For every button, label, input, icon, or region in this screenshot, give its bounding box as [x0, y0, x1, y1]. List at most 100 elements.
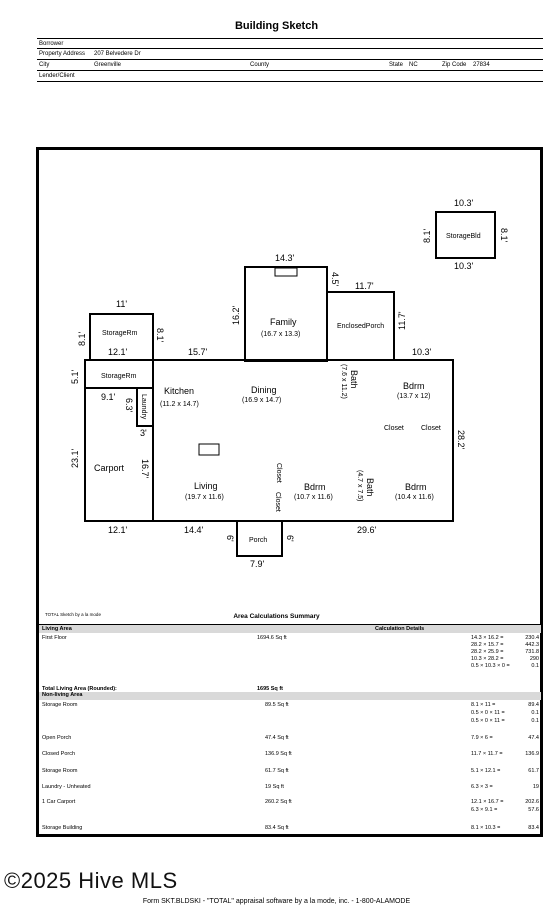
dim-sr-top: 11'	[116, 299, 127, 309]
nonliving-item-name: Storage Building	[42, 825, 83, 831]
calc-line: 12.1 × 16.7 =	[471, 799, 504, 805]
calc-line: 8.1 × 11 =	[471, 702, 496, 708]
city-row: City Greenville County State NC Zip Code…	[37, 60, 543, 71]
calc-value: 202.6	[525, 799, 539, 805]
dim-porch-left: 6'	[225, 535, 235, 542]
main-house-outline	[84, 359, 454, 522]
room-closet-4: Closet	[274, 492, 281, 512]
watermark: ©2025 Hive MLS	[4, 868, 178, 893]
room-dining-dim: (16.9 x 14.7)	[242, 397, 281, 404]
living-area-header: Living Area Calculation Details	[39, 624, 541, 633]
room-storage-rm-1: StorageRm	[102, 330, 138, 337]
property-value: 207 Belvedere Dr	[94, 51, 141, 57]
non-living-header: Non-living Area	[39, 692, 541, 700]
calc-value: 61.7	[528, 768, 539, 774]
fireplace-outline	[274, 267, 298, 277]
room-living: Living	[194, 481, 218, 491]
room-bath-1-dim: (7.6 x 11.2)	[340, 364, 347, 399]
calc-line: 0.5 × 0 × 11 =	[471, 710, 505, 716]
city-label: City	[39, 62, 50, 68]
room-bath-2-dim: (4.7 x 7.5)	[356, 470, 363, 502]
room-storage-bld: StorageBld	[446, 233, 481, 240]
lender-label: Lender/Client	[39, 73, 75, 79]
zip-label: Zip Code	[442, 62, 467, 68]
borrower-row: Borrower	[37, 38, 543, 49]
nonliving-item-area: 83.4 Sq ft	[265, 825, 289, 831]
dim-laundry-bot: 3'	[140, 428, 147, 438]
calc-details-label: Calculation Details	[375, 626, 425, 632]
dim-bot-left: 12.1'	[108, 525, 128, 535]
dim-carport-right: 16.7'	[140, 459, 150, 479]
stove-outline	[198, 443, 220, 456]
nonliving-item-name: 1 Car Carport	[42, 799, 76, 805]
nonliving-item-area: 136.9 Sq ft	[265, 751, 292, 757]
living-area-label: Living Area	[42, 626, 72, 632]
room-bdrm-3: Bdrm	[405, 482, 427, 492]
calc-value: 136.9	[525, 751, 539, 757]
calc-value: 83.4	[528, 825, 539, 831]
state-value: NC	[409, 62, 418, 68]
dim-carport-left: 23.1'	[70, 448, 80, 468]
room-family: Family	[270, 317, 297, 327]
dim-laundry-left: 6.3'	[124, 398, 134, 413]
room-bdrm-2-dim: (10.7 x 11.6)	[294, 494, 333, 501]
nonliving-item-name: Storage Room	[42, 768, 78, 774]
calc-line: 6.3 × 9.1 =	[471, 807, 498, 813]
nonliving-item-area: 61.7 Sq ft	[265, 768, 289, 774]
nonliving-item-name: Closed Porch	[42, 751, 76, 757]
property-row: Property Address 207 Belvedere Dr	[37, 49, 543, 60]
calc-value: 731.8	[525, 649, 539, 655]
laundry-outline	[136, 387, 154, 427]
calc-value: 290	[529, 656, 539, 662]
borrower-label: Borrower	[39, 41, 64, 47]
calc-line: 6.3 × 3 =	[471, 784, 493, 790]
room-closet-2: Closet	[421, 425, 441, 432]
dim-sr-right: 8.1'	[155, 328, 165, 343]
calc-value: 47.4	[528, 735, 539, 741]
first-floor-label: First Floor	[42, 635, 67, 641]
nonliving-item-area: 19 Sq ft	[265, 784, 284, 790]
dim-fam-left: 16.2'	[231, 305, 241, 325]
calc-line: 5.1 × 12.1 =	[471, 768, 501, 774]
nonliving-item-name: Laundry - Unheated	[42, 784, 91, 790]
room-enclosed-porch: EnclosedPorch	[337, 323, 384, 330]
room-bdrm-1: Bdrm	[403, 381, 425, 391]
room-laundry: Laundry	[140, 394, 147, 420]
calc-value: 19	[532, 784, 539, 790]
room-bdrm-3-dim: (10.4 x 11.6)	[395, 494, 434, 501]
header-table: Borrower Property Address 207 Belvedere …	[37, 38, 543, 82]
dim-porch-right: 6'	[285, 535, 295, 542]
room-bath-1: Bath	[349, 370, 359, 389]
room-bdrm-2: Bdrm	[304, 482, 326, 492]
state-label: State	[389, 62, 404, 68]
dim-main-top: 15.7'	[188, 347, 208, 357]
dim-laundry-top: 9.1'	[101, 392, 116, 402]
calc-value: 230.4	[525, 635, 539, 641]
calc-line: 0.5 × 10.3 × 0 =	[471, 663, 510, 669]
room-family-dim: (16.7 x 13.3)	[261, 331, 300, 338]
total-value: 1695 Sq ft	[257, 686, 283, 692]
calc-value: 0.1	[531, 718, 539, 724]
dim-sb-top: 10.3'	[454, 198, 474, 208]
dim-right-side: 28.2'	[456, 430, 466, 450]
calc-line: 28.2 × 25.9 =	[471, 649, 504, 655]
storage-building-outline	[435, 211, 496, 259]
city-value: Greenville	[94, 62, 122, 68]
dim-right-top: 10.3'	[412, 347, 432, 357]
dim-ep-top: 11.7'	[355, 281, 374, 291]
area-calculations: Living Area Calculation Details First Fl…	[39, 624, 541, 838]
room-closet-1: Closet	[384, 425, 404, 432]
dim-sr-left: 8.1'	[77, 331, 87, 346]
footer: Form SKT.BLDSKI - "TOTAL" appraisal soft…	[142, 898, 411, 905]
calc-line: 11.7 × 11.7 =	[471, 751, 503, 757]
room-dining: Dining	[251, 385, 277, 395]
room-porch: Porch	[249, 537, 267, 544]
calc-value: 57.6	[528, 807, 539, 813]
zip-value: 27834	[473, 62, 490, 68]
calc-line: 28.2 × 15.7 =	[471, 642, 504, 648]
calc-line: 14.3 × 16.2 =	[471, 635, 504, 641]
nonliving-item-name: Open Porch	[42, 735, 72, 741]
calc-line: 10.3 × 28.2 =	[471, 656, 504, 662]
first-floor-area: 1694.6 Sq ft	[257, 635, 287, 641]
